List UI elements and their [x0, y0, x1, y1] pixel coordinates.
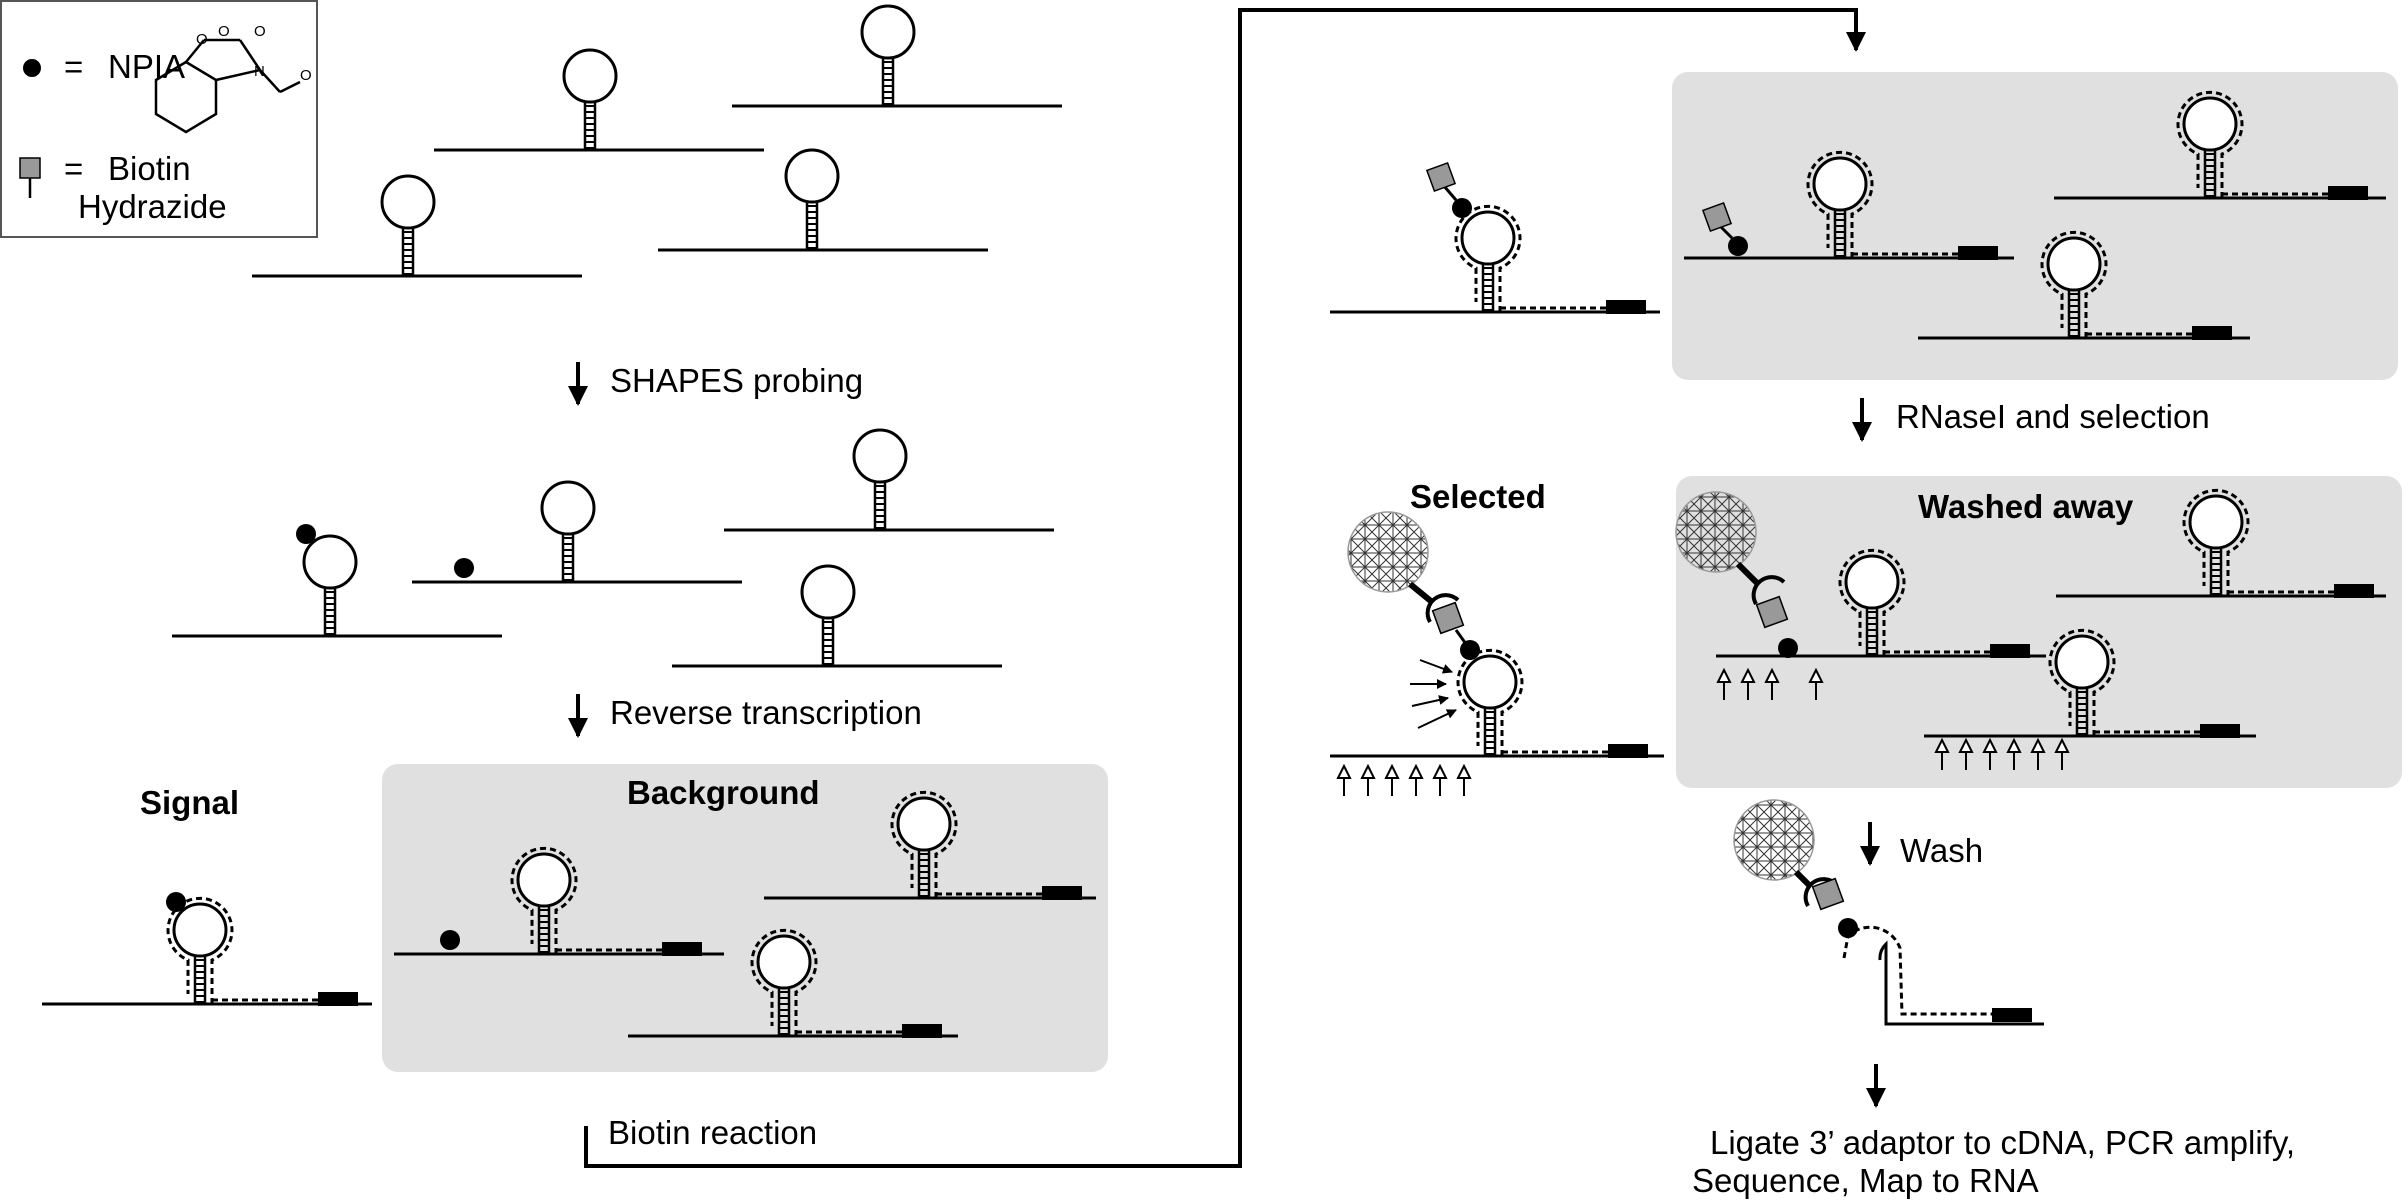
legend-biotin-eq: =: [64, 150, 83, 187]
panel-label-background: Background: [627, 774, 820, 811]
legend-box: [0, 0, 318, 238]
biotinylated-background: [1684, 92, 2386, 340]
step-final-line-1: Ligate 3’ adaptor to cDNA, PCR amplify,: [1710, 1124, 2295, 1161]
eluted-product: [1733, 799, 2044, 1026]
biotin-square-icon: [19, 157, 41, 179]
npia-structure-icon: [154, 38, 301, 134]
streptavidin-bead-icon: [1675, 491, 1757, 573]
biotin-square-icon: [1755, 595, 1789, 629]
step-wash: Wash: [1900, 832, 1983, 869]
step-reverse-transcription: Reverse transcription: [610, 694, 922, 731]
npia-adduct-icon: [440, 930, 460, 950]
rna-pool: [252, 6, 1062, 278]
panel-label-selected: Selected: [1410, 478, 1546, 515]
panel-label-washed-away: Washed away: [1918, 488, 2134, 525]
signal-rt-product: [42, 892, 372, 1006]
biotin-square-icon: [1701, 201, 1733, 233]
npia-adduct-icon: [454, 558, 474, 578]
chem-atom-3: O: [254, 23, 266, 40]
biotin-square-icon: [1811, 877, 1845, 911]
probed-rna-pool: [172, 430, 1054, 668]
legend-biotin-label-2: Hydrazide: [78, 188, 227, 225]
step-biotin-reaction: Biotin reaction: [608, 1114, 817, 1151]
biotinylated-background-panel: [1672, 72, 2398, 380]
biotin-square-icon: [1431, 601, 1465, 635]
chem-atom-5: O: [300, 67, 312, 84]
npia-dot-icon: [23, 59, 41, 77]
selected-complex: [1330, 511, 1664, 797]
chem-atom-2: O: [218, 23, 230, 40]
npia-adduct-icon: [296, 524, 316, 544]
step-shapes-probing: SHAPES probing: [610, 362, 863, 399]
streptavidin-bead-icon: [1347, 511, 1429, 593]
legend-npia-eq: =: [64, 48, 83, 85]
panel-label-signal: Signal: [140, 784, 239, 821]
biotin-reaction-connector: [584, 8, 1866, 1168]
washed-away-complexes: [1675, 490, 2386, 771]
npia-adduct-icon: [166, 892, 186, 912]
streptavidin-bead-icon: [1733, 799, 1815, 881]
background-rt-products: [394, 792, 1096, 1038]
step-rnase-selection: RNaseI and selection: [1896, 398, 2210, 435]
chem-atom-1: O: [196, 31, 208, 48]
legend-npia-label: NPIA: [108, 48, 185, 85]
step-final-line-2: Sequence, Map to RNA: [1692, 1162, 2039, 1199]
biotin-square-icon: [1425, 161, 1457, 193]
chem-atom-4: N: [254, 63, 265, 80]
biotinylated-signal: [1330, 161, 1660, 314]
legend-biotin-label: Biotin: [108, 150, 191, 187]
